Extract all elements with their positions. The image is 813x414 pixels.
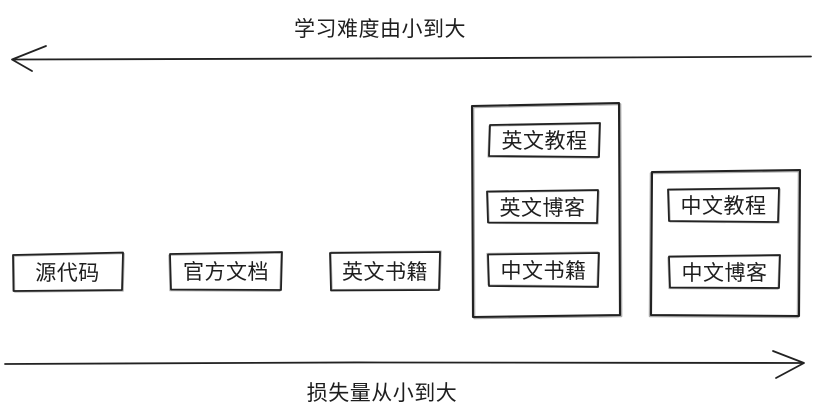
node-english-books: 英文书籍 (342, 261, 428, 284)
node-english-tutorials: 英文教程 (501, 130, 588, 153)
node-chinese-tutorials-border (667, 187, 780, 223)
group-box-1-border (470, 101, 622, 319)
node-source-code: 源代码 (35, 261, 100, 285)
node-chinese-blogs: 中文博客 (681, 261, 768, 285)
top-arrow-head-icon (11, 45, 47, 72)
top-axis-label: 学习难度由小到大 (294, 18, 466, 41)
bottom-arrow-head-icon (772, 350, 805, 379)
node-official-docs: 官方文档 (183, 261, 269, 284)
group-box-2-border (649, 168, 802, 318)
node-english-tutorials-border (488, 122, 601, 158)
node-chinese-books-border (487, 252, 600, 288)
node-english-blogs: 英文博客 (499, 196, 586, 220)
bottom-axis-label: 损失量从小到大 (306, 382, 458, 405)
top-arrow-line (14, 55, 812, 61)
node-source-code-border (12, 251, 124, 292)
node-chinese-blogs-border (668, 254, 781, 289)
node-chinese-tutorials: 中文教程 (680, 195, 767, 218)
node-english-blogs-border (486, 189, 599, 224)
bottom-arrow-line (4, 361, 803, 365)
node-english-books-border (329, 251, 441, 292)
node-chinese-books: 中文书籍 (500, 260, 587, 283)
node-official-docs-border (169, 251, 283, 291)
